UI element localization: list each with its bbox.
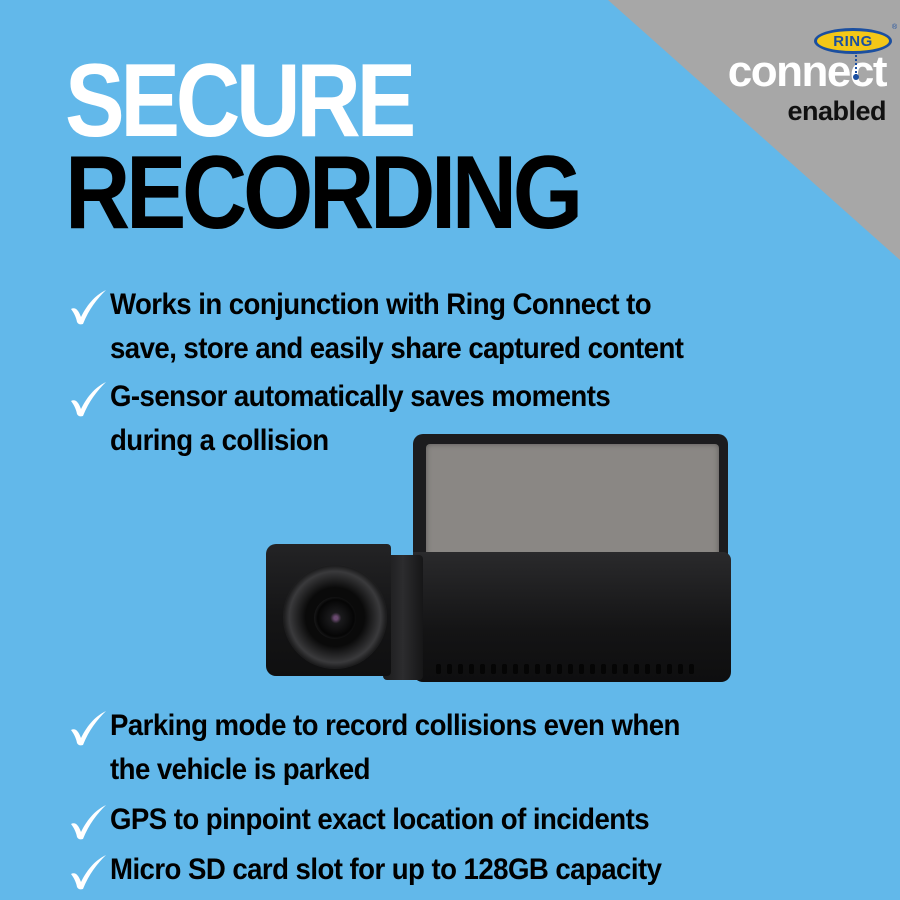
headline-line-2: RECORDING bbox=[65, 135, 583, 251]
checkmark-icon bbox=[71, 855, 106, 890]
feature-text: Parking mode to record collisions even w… bbox=[110, 709, 680, 786]
headline: SECURE RECORDING bbox=[65, 43, 656, 251]
dash-cam-image bbox=[258, 432, 738, 682]
ring-logo: RING bbox=[814, 28, 892, 54]
headline-line-1: SECURE bbox=[65, 43, 416, 159]
ring-connect-badge: RING ® connect enabled bbox=[706, 22, 897, 132]
feature-list-bottom: Parking mode to record collisions even w… bbox=[68, 704, 729, 898]
connect-dot-icon bbox=[853, 74, 859, 80]
connect-wordmark: connect bbox=[727, 47, 888, 96]
feature-item: GPS to pinpoint exact location of incide… bbox=[68, 798, 729, 842]
dash-cam-body bbox=[413, 552, 731, 682]
feature-text: Micro SD card slot for up to 128GB capac… bbox=[110, 853, 662, 886]
feature-item: Works in conjunction with Ring Connect t… bbox=[68, 283, 733, 371]
connect-dotted-line-icon bbox=[855, 52, 857, 76]
feature-list-top: Works in conjunction with Ring Connect t… bbox=[68, 283, 733, 467]
checkmark-icon bbox=[71, 711, 106, 746]
feature-text: GPS to pinpoint exact location of incide… bbox=[110, 803, 650, 836]
enabled-label: enabled bbox=[787, 96, 886, 126]
feature-text: Works in conjunction with Ring Connect t… bbox=[110, 288, 684, 365]
checkmark-icon bbox=[71, 382, 106, 417]
camera-lens-glass bbox=[314, 597, 356, 639]
ring-logo-text: RING bbox=[833, 32, 873, 50]
feature-item: Micro SD card slot for up to 128GB capac… bbox=[68, 848, 729, 892]
feature-item: Parking mode to record collisions even w… bbox=[68, 704, 729, 792]
registered-mark: ® bbox=[892, 24, 898, 31]
vent-slots bbox=[436, 664, 694, 674]
checkmark-icon bbox=[71, 290, 106, 325]
checkmark-icon bbox=[71, 805, 106, 840]
